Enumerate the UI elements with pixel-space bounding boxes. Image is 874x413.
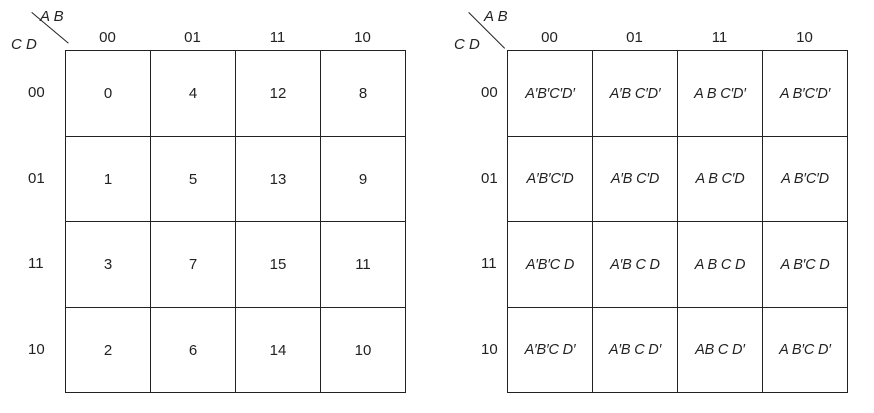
cell-minterm-1: 1 — [66, 137, 151, 222]
cell-minterm-15: 15 — [236, 222, 321, 308]
cell-term-m14: AB C D′ — [678, 308, 763, 393]
cell-term-m8: A B′C′D′ — [763, 51, 848, 137]
cell-minterm-9: 9 — [321, 137, 406, 222]
row-header-00: 00 — [28, 84, 45, 101]
col-header-10: 10 — [354, 29, 371, 46]
cell-term-m4: A′B C′D′ — [593, 51, 678, 137]
row-header-10: 10 — [481, 341, 498, 358]
col-header-01: 01 — [626, 29, 643, 46]
row-header-01: 01 — [28, 170, 45, 187]
cell-minterm-13: 13 — [236, 137, 321, 222]
cell-minterm-10: 10 — [321, 308, 406, 393]
cell-term-m9: A B′C′D — [763, 137, 848, 222]
col-header-10: 10 — [796, 29, 813, 46]
cell-term-m3: A′B′C D — [508, 222, 593, 308]
cd-variable-label: C D — [11, 36, 37, 53]
cell-minterm-4: 4 — [151, 51, 236, 137]
row-header-00: 00 — [481, 84, 498, 101]
cell-term-m10: A B′C D′ — [763, 308, 848, 393]
row-header-11: 11 — [28, 255, 44, 272]
cell-minterm-12: 12 — [236, 51, 321, 137]
cd-variable-label: C D — [454, 36, 480, 53]
cell-term-m13: A B C′D — [678, 137, 763, 222]
row-header-01: 01 — [481, 170, 498, 187]
kmap-grid: A′B′C′D′ A′B C′D′ A B C′D′ A B′C′D′ A′B′… — [507, 50, 848, 393]
cell-minterm-8: 8 — [321, 51, 406, 137]
cell-term-m6: A′B C D′ — [593, 308, 678, 393]
col-header-11: 11 — [269, 29, 286, 46]
row-header-11: 11 — [481, 255, 497, 272]
cell-term-m2: A′B′C D′ — [508, 308, 593, 393]
cell-term-m1: A′B′C′D — [508, 137, 593, 222]
cell-minterm-14: 14 — [236, 308, 321, 393]
col-header-01: 01 — [184, 29, 201, 46]
cell-term-m11: A B′C D — [763, 222, 848, 308]
cell-term-m12: A B C′D′ — [678, 51, 763, 137]
row-header-10: 10 — [28, 341, 45, 358]
cell-minterm-3: 3 — [66, 222, 151, 308]
col-header-11: 11 — [711, 29, 728, 46]
kmap-grid: 0 4 12 8 1 5 13 9 3 7 15 11 2 6 14 10 — [65, 50, 406, 393]
cell-term-m0: A′B′C′D′ — [508, 51, 593, 137]
col-header-00: 00 — [541, 29, 558, 46]
cell-minterm-7: 7 — [151, 222, 236, 308]
cell-term-m15: A B C D — [678, 222, 763, 308]
cell-minterm-0: 0 — [66, 51, 151, 137]
ab-variable-label: A B — [40, 8, 64, 25]
cell-term-m5: A′B C′D — [593, 137, 678, 222]
ab-variable-label: A B — [484, 8, 508, 25]
cell-minterm-6: 6 — [151, 308, 236, 393]
cell-minterm-5: 5 — [151, 137, 236, 222]
cell-minterm-2: 2 — [66, 308, 151, 393]
col-header-00: 00 — [99, 29, 116, 46]
cell-term-m7: A′B C D — [593, 222, 678, 308]
cell-minterm-11: 11 — [321, 222, 406, 308]
